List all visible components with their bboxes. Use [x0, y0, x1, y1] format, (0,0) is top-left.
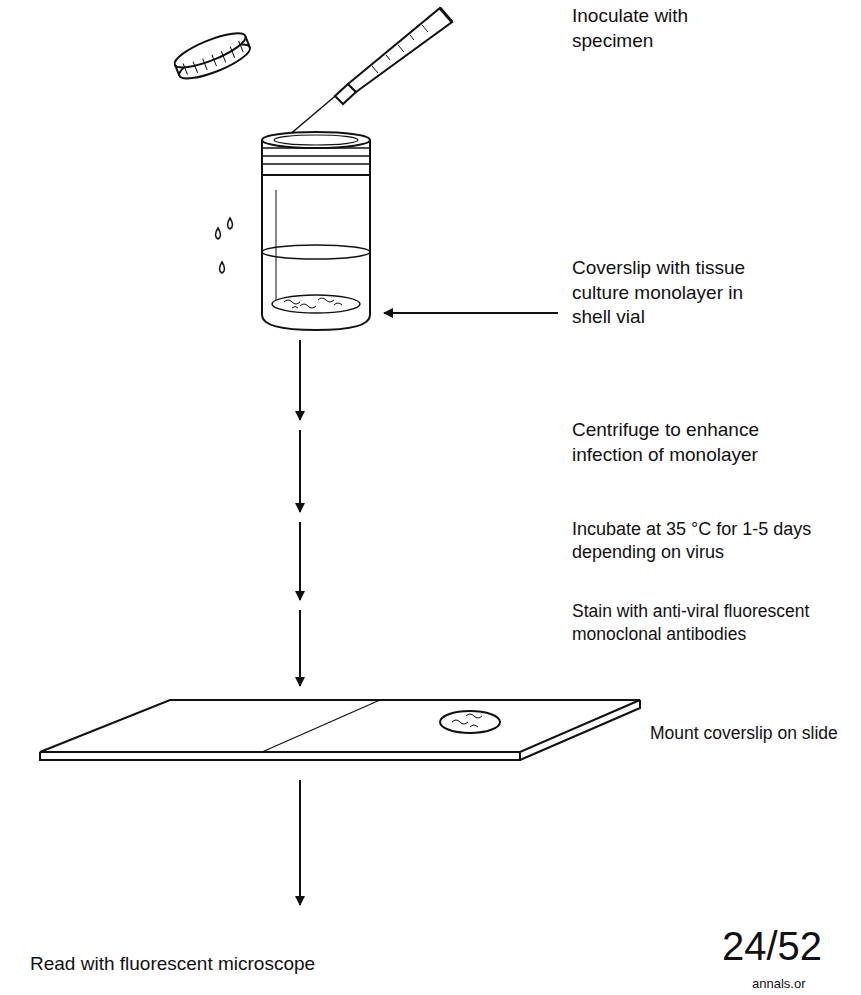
- page-number: 24/52: [722, 926, 822, 966]
- watermark: annals.or: [752, 976, 805, 993]
- step-label: Centrifuge to enhance infection of monol…: [572, 418, 787, 467]
- microscope-slide: [40, 700, 640, 760]
- step-label: Incubate at 35 °C for 1-5 days depending…: [572, 518, 854, 565]
- step-label: Mount coverslip on slide: [650, 722, 838, 745]
- step-label: Read with fluorescent microscope: [30, 952, 315, 977]
- vial-cap: [171, 27, 253, 85]
- pointer-arrow: [384, 312, 558, 314]
- syringe: [288, 8, 452, 136]
- step-label: Stain with anti-viral fluorescent monocl…: [572, 600, 854, 646]
- step-arrows: [299, 340, 301, 905]
- shell-vial: [216, 132, 371, 330]
- step-label: Inoculate with specimen: [572, 4, 697, 53]
- drops: [216, 218, 233, 273]
- cell-monolayer: [284, 298, 342, 308]
- step-label: Coverslip with tissue culture monolayer …: [572, 256, 777, 330]
